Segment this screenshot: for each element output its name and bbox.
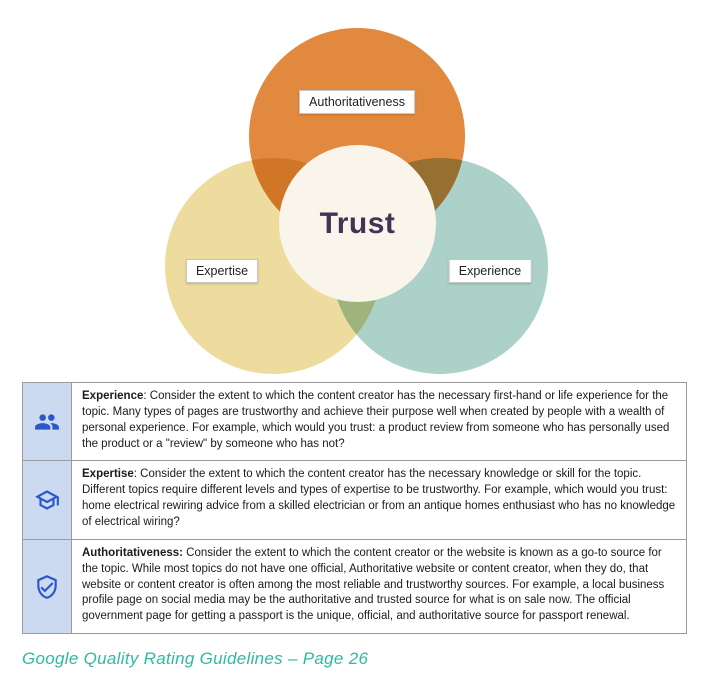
row-term: Experience <box>82 390 144 402</box>
row-text: Expertise: Consider the extent to which … <box>71 460 687 540</box>
row-text: Experience: Consider the extent to which… <box>71 381 687 462</box>
row-term: Expertise <box>82 468 134 481</box>
icon-cell <box>22 460 72 540</box>
table-row-authoritativeness: Authoritativeness: Consider the extent t… <box>22 538 687 635</box>
caption: Google Quality Rating Guidelines – Page … <box>22 649 369 669</box>
row-text: Authoritativeness: Consider the extent t… <box>71 538 687 635</box>
table-row-expertise: Expertise: Consider the extent to which … <box>22 460 687 540</box>
row-body: Consider the extent to which the content… <box>82 546 665 623</box>
venn-label-experience: Experience <box>448 259 532 283</box>
venn-label-expertise: Expertise <box>185 259 259 283</box>
people-icon <box>24 409 70 435</box>
row-term: Authoritativeness: <box>82 546 183 559</box>
venn-label-authoritativeness: Authoritativeness <box>299 90 415 114</box>
icon-cell <box>22 381 72 462</box>
venn-diagram: Trust Authoritativeness Expertise Experi… <box>165 28 548 374</box>
shield-check-icon <box>24 574 70 600</box>
icon-cell <box>22 538 72 635</box>
table-row-experience: Experience: Consider the extent to which… <box>22 381 687 462</box>
row-body: : Consider the extent to which the conte… <box>82 468 676 529</box>
venn-center-label: Trust <box>319 206 396 240</box>
eeat-table: Experience: Consider the extent to which… <box>22 381 687 635</box>
row-body: : Consider the extent to which the conte… <box>82 390 670 450</box>
venn-center-circle: Trust <box>279 145 436 302</box>
graduation-cap-icon <box>24 487 70 513</box>
